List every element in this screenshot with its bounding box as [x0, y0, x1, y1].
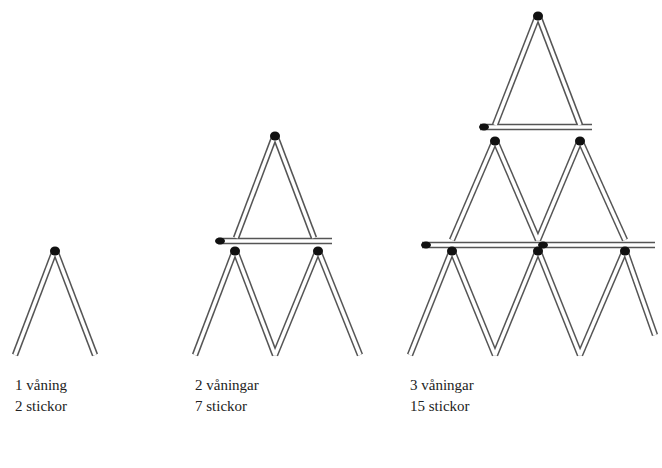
match-body: [15, 15, 655, 355]
caption-label: 3 våningar: [410, 376, 474, 394]
match-heads: [50, 12, 630, 256]
caption-label: 15 stickor: [410, 397, 470, 415]
caption-label: 1 våning: [15, 376, 67, 394]
caption-label: 2 våningar: [195, 376, 259, 394]
caption-label: 7 stickor: [195, 397, 247, 415]
match-outline: [15, 15, 655, 355]
caption-label: 2 stickor: [15, 397, 67, 415]
